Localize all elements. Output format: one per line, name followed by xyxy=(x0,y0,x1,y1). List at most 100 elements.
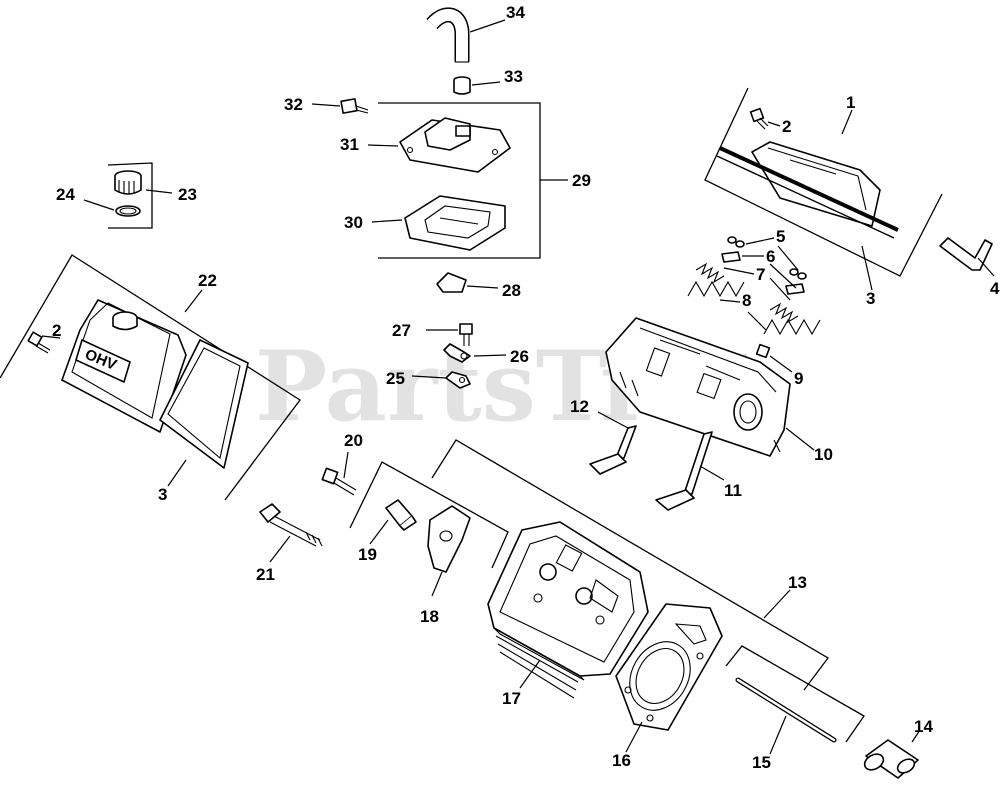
callout-26: 26 xyxy=(510,347,529,366)
callout-5: 5 xyxy=(776,227,785,246)
callout-28: 28 xyxy=(502,281,521,300)
part-33-hose-clamp[interactable] xyxy=(453,76,471,95)
rocker-cover-group-bracket xyxy=(704,87,943,277)
part-3-rocker-cover-gasket-right[interactable] xyxy=(716,146,899,239)
part-23-oil-fill-cap[interactable] xyxy=(114,170,142,195)
head-assembly-group-bracket xyxy=(431,439,829,691)
part-24-cap-gasket[interactable] xyxy=(115,205,141,217)
leader-30 xyxy=(371,219,403,223)
leader-26 xyxy=(473,354,507,357)
part-19-rocker-pivot[interactable] xyxy=(385,499,417,531)
leader-9 xyxy=(769,355,793,373)
callout-6: 6 xyxy=(766,247,775,266)
leader-22 xyxy=(184,289,203,313)
leader-3-left xyxy=(167,459,187,487)
part-34-breather-hose[interactable] xyxy=(426,7,470,63)
callout-4: 4 xyxy=(990,279,1000,298)
valve-cover-group xyxy=(0,254,301,501)
leader-32 xyxy=(311,103,341,107)
part-26-wire-terminal[interactable] xyxy=(443,343,471,363)
valve-cover-group-bracket xyxy=(0,254,301,501)
leader-33 xyxy=(471,81,501,86)
part-9-valve-seal[interactable] xyxy=(755,343,771,359)
callout-12: 12 xyxy=(570,397,589,416)
leader-14 xyxy=(911,729,921,743)
callout-18: 18 xyxy=(420,607,439,626)
part-15-push-rod[interactable] xyxy=(735,677,837,743)
part-4-bracket[interactable] xyxy=(939,237,993,271)
leader-15 xyxy=(769,715,787,755)
part-21-head-bolt[interactable] xyxy=(259,503,323,547)
part-31-breather-cover[interactable] xyxy=(399,117,511,173)
part-18-rocker-arm[interactable] xyxy=(427,505,471,573)
leader-20 xyxy=(343,451,349,479)
part-6-spring-retainers[interactable] xyxy=(721,251,805,295)
part-32-screw[interactable] xyxy=(340,98,369,114)
leader-17 xyxy=(519,659,541,689)
callout-33: 33 xyxy=(504,67,523,86)
callout-7: 7 xyxy=(756,265,765,284)
part-8-valve-spring[interactable] xyxy=(687,280,821,336)
callout-labels: 1 2 2 3 3 4 5 6 7 8 9 10 11 12 13 14 15 … xyxy=(52,3,1000,772)
part-27-screw[interactable] xyxy=(459,323,473,346)
callout-16: 16 xyxy=(612,751,631,770)
part-10-cylinder-head[interactable] xyxy=(605,317,791,457)
leader-2-right xyxy=(767,121,781,127)
oil-cap-group-bracket xyxy=(107,162,153,229)
leader-34 xyxy=(469,19,506,33)
part-20-screw[interactable] xyxy=(321,467,357,496)
rocker-group xyxy=(349,461,509,569)
part-28-breather-filter[interactable] xyxy=(436,272,467,293)
part-2-screw-right[interactable] xyxy=(749,107,769,130)
part-11-exhaust-valve[interactable] xyxy=(655,431,713,511)
part-16-head-gasket[interactable] xyxy=(615,603,723,731)
part-17-cylinder-head[interactable] xyxy=(487,521,649,699)
callout-24: 24 xyxy=(56,185,75,204)
part-25-wire-terminal[interactable] xyxy=(445,371,471,389)
head-assembly-group xyxy=(431,439,829,691)
callout-17: 17 xyxy=(502,689,521,708)
push-rod-group-bracket xyxy=(725,645,865,743)
leader-13 xyxy=(763,589,791,619)
part-14-tappet[interactable] xyxy=(862,739,919,779)
leader-18 xyxy=(431,571,443,597)
callout-2-left: 2 xyxy=(52,321,61,340)
leader-28 xyxy=(466,285,499,289)
callout-29: 29 xyxy=(572,171,591,190)
leader-23 xyxy=(145,189,173,194)
leader-12 xyxy=(597,411,629,429)
part-12-intake-valve[interactable] xyxy=(589,425,637,475)
callout-14: 14 xyxy=(914,717,933,736)
leader-11 xyxy=(699,465,725,481)
part-3-cover-gasket-left[interactable] xyxy=(159,339,249,469)
callout-8: 8 xyxy=(742,291,751,310)
callout-3-right: 3 xyxy=(866,289,875,308)
callout-30: 30 xyxy=(344,213,363,232)
callout-21: 21 xyxy=(256,565,275,584)
leader-7b xyxy=(769,277,791,301)
leader-8b xyxy=(747,311,767,331)
callout-20: 20 xyxy=(344,431,363,450)
rocker-cover-group xyxy=(704,87,943,277)
callout-1: 1 xyxy=(846,93,855,112)
callout-2-right: 2 xyxy=(782,117,791,136)
leader-6b xyxy=(769,263,797,289)
part-22-valve-cover[interactable]: OHV xyxy=(61,299,187,433)
callout-15: 15 xyxy=(752,753,771,772)
leader-3-right xyxy=(861,245,873,291)
leader-16 xyxy=(625,721,643,753)
callout-19: 19 xyxy=(358,545,377,564)
callout-3-left: 3 xyxy=(158,485,167,504)
part-2-screw-left[interactable] xyxy=(27,331,51,354)
callout-25: 25 xyxy=(386,369,405,388)
part-30-breather-plate[interactable] xyxy=(404,195,506,251)
leader-1 xyxy=(841,109,853,135)
callout-34: 34 xyxy=(506,3,525,22)
leader-8 xyxy=(719,299,741,303)
leader-2-left xyxy=(41,335,61,339)
callout-32: 32 xyxy=(284,95,303,114)
part-5-valve-keepers[interactable] xyxy=(727,236,807,280)
leader-10 xyxy=(785,427,815,451)
